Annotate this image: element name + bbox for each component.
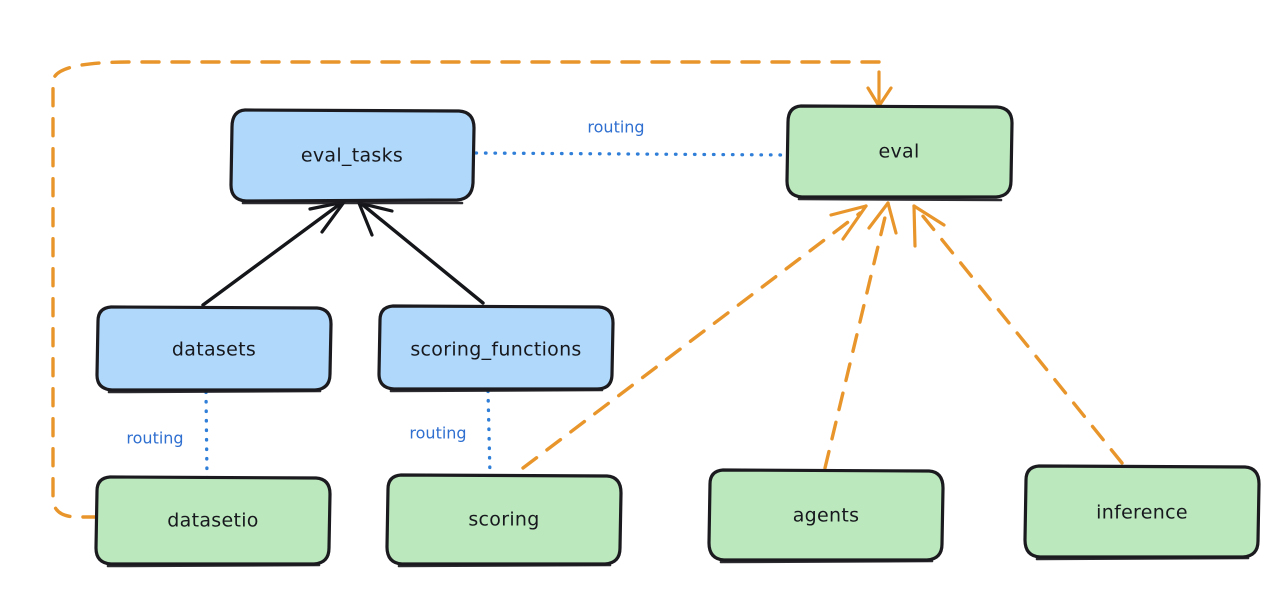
- node-label-scoring: scoring: [468, 509, 539, 531]
- node-label-datasets: datasets: [172, 339, 256, 361]
- edge-label-routing-eval: routing: [587, 118, 644, 137]
- edge-datasets-to-datasetio[interactable]: [204, 390, 209, 480]
- node-datasets[interactable]: datasets: [95, 305, 333, 394]
- node-label-eval: eval: [878, 141, 919, 163]
- node-label-eval-tasks: eval_tasks: [301, 145, 403, 167]
- edge-agents-to-eval[interactable]: [823, 201, 898, 470]
- edge-inference-to-eval[interactable]: [912, 204, 1124, 465]
- edge-label-layer: routing routing routing: [126, 118, 644, 448]
- edge-scoring-to-eval[interactable]: [521, 204, 868, 470]
- edge-label-routing-datasetio: routing: [126, 429, 183, 448]
- node-scoring-functions[interactable]: scoring_functions: [377, 304, 615, 393]
- edge-scoringfunctions-to-scoring[interactable]: [486, 389, 492, 478]
- edge-datasets-to-evaltasks[interactable]: [201, 200, 346, 307]
- node-label-inference: inference: [1096, 502, 1188, 524]
- edge-scoringfunctions-to-evaltasks[interactable]: [357, 201, 485, 305]
- edge-layer: [51, 60, 1124, 519]
- node-label-scoring-functions: scoring_functions: [410, 339, 581, 361]
- node-label-agents: agents: [793, 505, 860, 527]
- node-layer: eval_tasks eval datasets scoring_functio…: [94, 104, 1261, 568]
- node-label-datasetio: datasetio: [167, 510, 258, 532]
- node-agents[interactable]: agents: [707, 468, 945, 564]
- edge-evaltasks-to-eval[interactable]: [474, 151, 788, 157]
- node-eval-tasks[interactable]: eval_tasks: [229, 108, 476, 205]
- node-inference[interactable]: inference: [1023, 464, 1261, 561]
- edge-label-routing-scoring: routing: [409, 424, 466, 443]
- node-scoring[interactable]: scoring: [385, 473, 623, 568]
- node-datasetio[interactable]: datasetio: [94, 475, 332, 568]
- node-eval[interactable]: eval: [785, 104, 1014, 202]
